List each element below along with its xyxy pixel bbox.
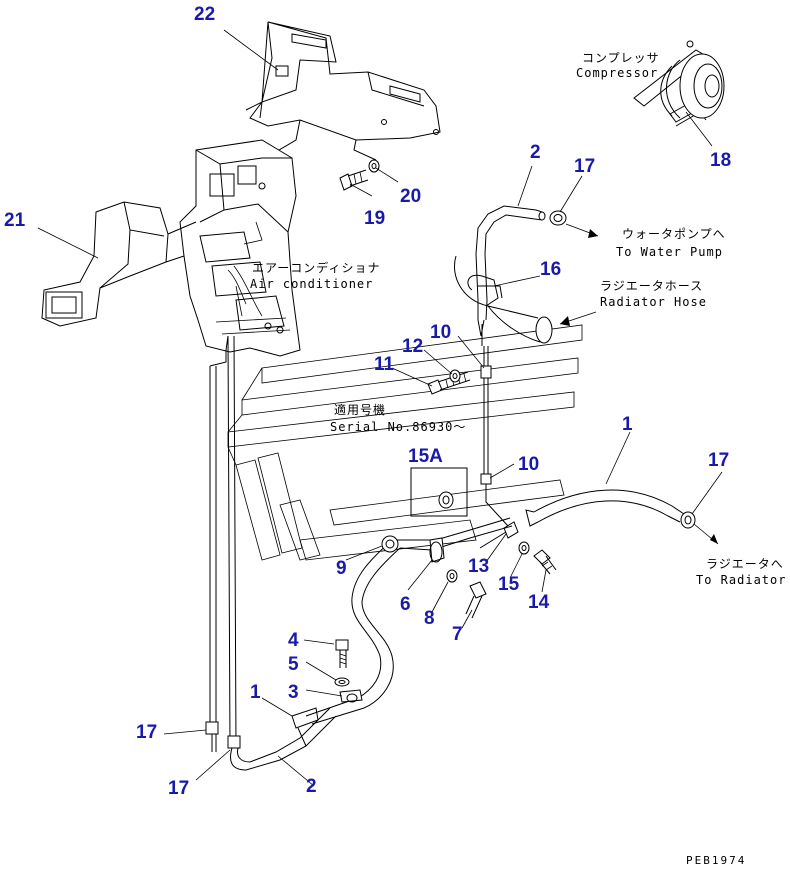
serial-outline-f — [227, 324, 583, 561]
label-water-pump-jp: ウォータポンプへ — [622, 227, 726, 241]
hose-1-right — [525, 489, 696, 529]
callout-17-right: 17 — [708, 450, 729, 471]
part-15a-box — [410, 467, 468, 517]
radiator-hose — [454, 255, 553, 344]
callout-22: 22 — [194, 4, 215, 25]
callout-1-right: 1 — [622, 414, 633, 435]
callout-12: 12 — [402, 336, 423, 357]
label-aircon-jp: エアーコンディショナ — [252, 260, 380, 275]
callout-19: 19 — [364, 208, 385, 229]
label-to-radiator-en: To Radiator — [696, 573, 786, 587]
clamp-6 — [429, 537, 445, 563]
duct-21 — [41, 201, 197, 327]
callout-14: 14 — [528, 592, 550, 613]
callout-17-lower-b: 17 — [168, 778, 189, 799]
callout-1-lower: 1 — [250, 682, 261, 703]
label-radiator-hose-jp: ラジエータホース — [600, 279, 703, 293]
bolt-7 — [465, 581, 487, 619]
callout-21: 21 — [4, 210, 26, 231]
bolt-11 — [427, 371, 471, 395]
clamp-17-top — [549, 210, 567, 226]
callout-10-mid: 10 — [518, 454, 539, 475]
label-aircon-en: Air conditioner — [250, 277, 373, 291]
callout-15a: 15A — [408, 446, 443, 467]
hose-2-lower — [230, 707, 337, 771]
callout-5: 5 — [288, 654, 299, 675]
label-to-radiator-jp: ラジエータへ — [706, 557, 784, 571]
callout-17-lower-a: 17 — [136, 722, 157, 743]
tube-center — [480, 346, 509, 527]
washer-12 — [449, 369, 461, 383]
label-compressor-en: Compressor — [576, 66, 658, 80]
leader-lines — [37, 29, 723, 787]
callout-16: 16 — [540, 259, 561, 280]
flow-arrows — [559, 223, 719, 545]
callout-18: 18 — [710, 150, 731, 171]
compressor-18 — [633, 40, 725, 127]
duct-22 — [245, 21, 441, 161]
callout-4: 4 — [288, 630, 299, 651]
callout-2-top: 2 — [530, 142, 541, 163]
callout-9: 9 — [336, 558, 347, 579]
text-labels: コンプレッサ Compressor ウォータポンプへ To Water Pump… — [250, 51, 786, 867]
callout-13: 13 — [468, 556, 489, 577]
callout-15: 15 — [498, 574, 520, 595]
callout-3: 3 — [288, 682, 299, 703]
bolt-19 — [339, 169, 369, 191]
label-serial-jp: 適用号機 — [334, 402, 386, 417]
callout-6: 6 — [400, 594, 411, 615]
tube-left-vertical — [205, 335, 241, 752]
callouts: 22 21 19 20 2 17 18 16 10 12 11 15A 10 1… — [4, 4, 731, 799]
clamp-16 — [467, 274, 503, 307]
air-conditioner-unit — [179, 139, 301, 357]
callout-2-lower: 2 — [306, 776, 317, 797]
callout-8: 8 — [424, 608, 435, 629]
label-water-pump-en: To Water Pump — [616, 245, 723, 259]
drawing-code: PEB1974 — [686, 854, 746, 867]
washer-5 — [334, 677, 350, 687]
clip-13 — [479, 521, 519, 549]
callout-17-top: 17 — [574, 156, 595, 177]
hose-1-lower — [305, 517, 513, 725]
hose-2-upper — [475, 205, 546, 346]
clamp-9 — [381, 535, 399, 553]
clip-3 — [339, 689, 363, 703]
callout-7: 7 — [452, 624, 463, 645]
washer-20 — [368, 159, 380, 173]
callout-11: 11 — [374, 354, 395, 375]
washer-8 — [446, 569, 458, 583]
bolt-14 — [533, 549, 557, 575]
label-compressor-jp: コンプレッサ — [582, 51, 660, 65]
washer-15 — [518, 541, 530, 555]
bolt-4 — [335, 639, 349, 668]
label-serial-en: Serial No.86930～ — [330, 420, 466, 434]
label-radiator-hose-en: Radiator Hose — [600, 295, 707, 309]
callout-10-top: 10 — [430, 322, 451, 343]
callout-20: 20 — [400, 186, 421, 207]
